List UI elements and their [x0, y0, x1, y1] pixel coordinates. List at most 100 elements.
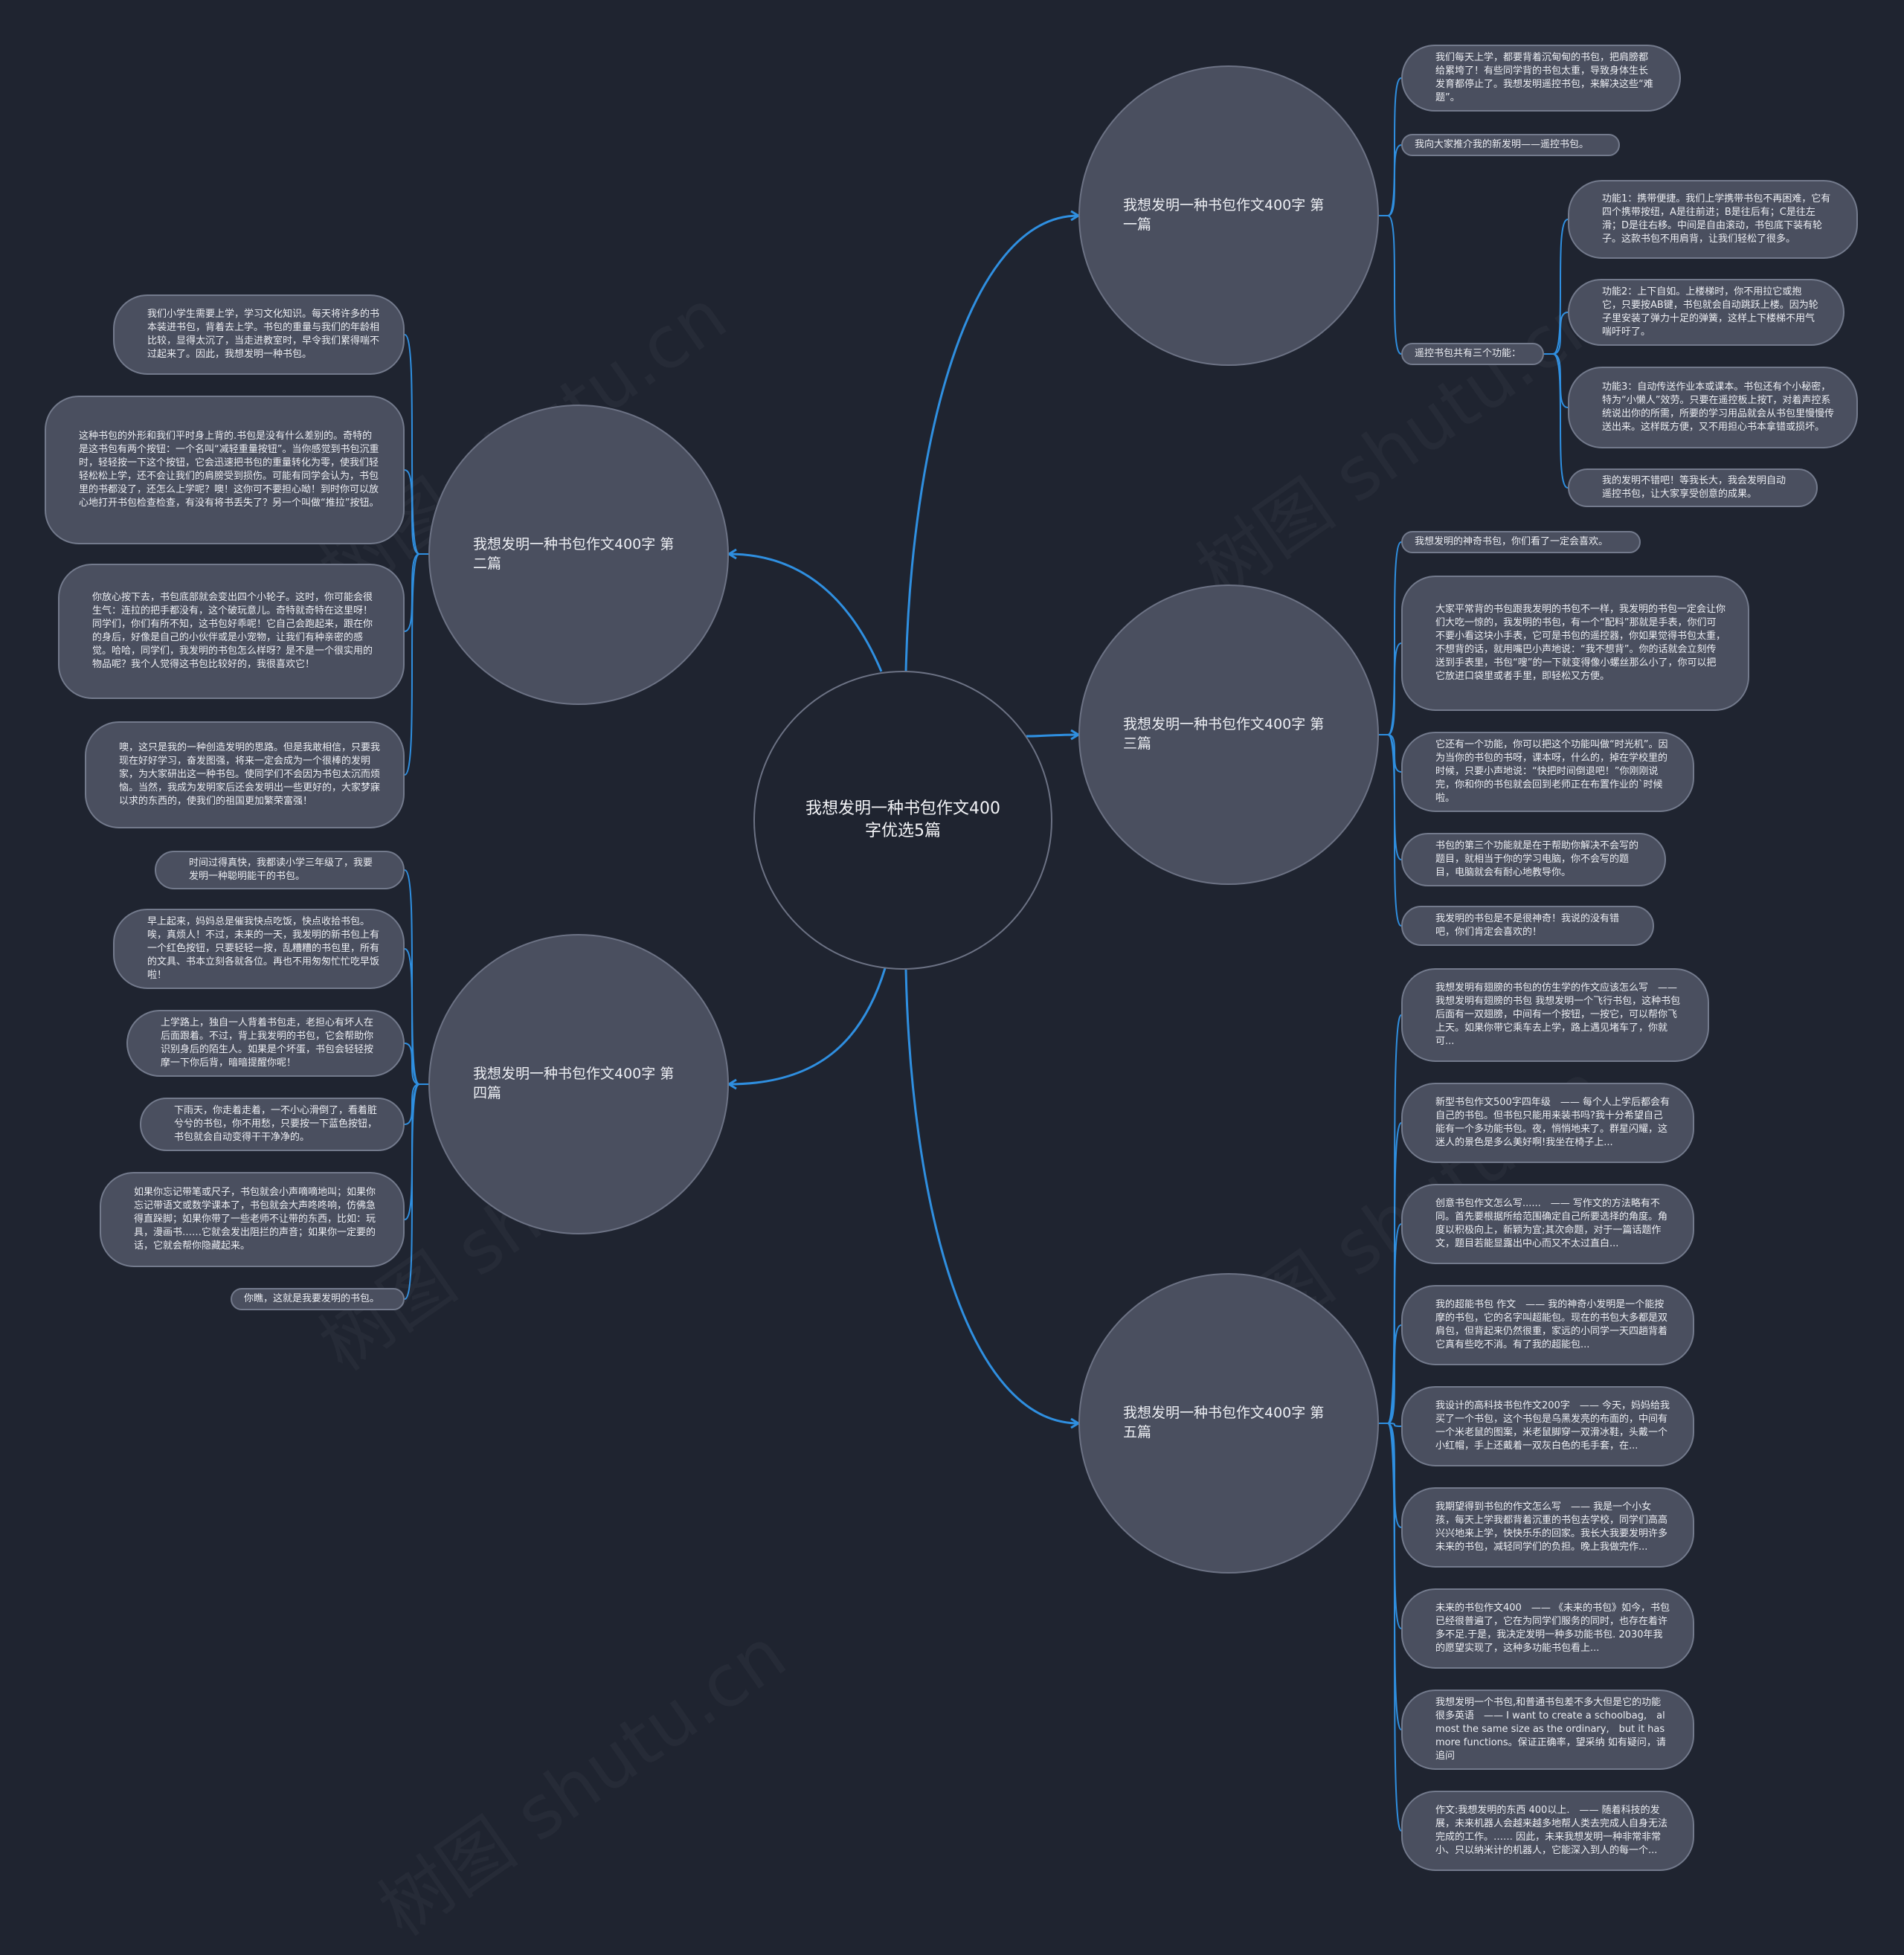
branch-3-leaf-4[interactable]: 书包的第三个功能就是在于帮助你解决不会写的题目，就相当于你的学习电脑，你不会写的…: [1401, 833, 1666, 886]
link-branch-3-leaf: [1379, 642, 1402, 735]
leaf-text: 如果你忘记带笔或尺子，书包就会小声嘀嘀地叫；如果你忘记带语文或数学课本了，书包就…: [134, 1187, 376, 1252]
arrowhead: [727, 548, 737, 560]
branch-1-leaf-3-2[interactable]: 功能2：上下自如。上楼梯时，你不用拉它或抱它，只要按AB键，书包就会自动跳跃上楼…: [1568, 279, 1844, 346]
link-branch-1-subleaf: [1544, 353, 1569, 408]
link-center-branch-2: [728, 553, 883, 672]
link-center-branch-4: [728, 967, 887, 1086]
leaf-text: 这种书包的外形和我们平时身上背的.书包是没有什么差别的。奇特的是这书包有两个按钮…: [79, 431, 379, 509]
leaf-text: 我们小学生需要上学，学习文化知识。每天将许多的书本装进书包，背着去上学。书包的重…: [147, 309, 380, 360]
leaf-text: 我想发明的神奇书包，你们看了一定会喜欢。: [1415, 536, 1609, 547]
center-topic-title: 我想发明一种书包作文400字优选5篇: [805, 799, 1000, 840]
branch-1-leaf-3[interactable]: 遥控书包共有三个功能：: [1401, 343, 1544, 365]
branch-1-leaf-3-3[interactable]: 功能3：自动传送作业本或课本。书包还有个小秘密，特为“小懒人”效劳。只要在遥控板…: [1568, 367, 1858, 448]
link-branch-3-leaf: [1379, 541, 1402, 735]
leaf-text: 功能1：携带便捷。我们上学携带书包不再困难，它有四个携带按纽，A是往前进；B是往…: [1602, 193, 1831, 245]
branch-title: 我想发明一种书包作文400字 第四篇: [473, 1066, 675, 1101]
link-center-branch-5: [904, 969, 1079, 1425]
link-branch-5-leaf: [1379, 1223, 1402, 1424]
branch-4-leaf-6[interactable]: 你瞧，这就是我要发明的书包。: [231, 1288, 405, 1310]
branch-2-leaf-1[interactable]: 我们小学生需要上学，学习文化知识。每天将许多的书本装进书包，背着去上学。书包的重…: [113, 294, 405, 375]
branch-2-node[interactable]: 我想发明一种书包作文400字 第二篇: [428, 405, 729, 705]
branch-1-leaf-4[interactable]: 我的发明不错吧！等我长大，我会发明自动遥控书包，让大家享受创意的成果。: [1568, 468, 1818, 507]
branch-4-leaf-3[interactable]: 上学路上，独自一人背着书包走，老担心有坏人在后面跟着。不过，背上我发明的书包，它…: [126, 1010, 405, 1077]
leaf-text: 我的发明不错吧！等我长大，我会发明自动遥控书包，让大家享受创意的成果。: [1602, 475, 1786, 500]
link-center-branch-1: [904, 214, 1079, 672]
link-branch-1-subleaf: [1544, 219, 1569, 355]
link-branch-4-leaf: [404, 869, 428, 1085]
branch-4-leaf-5[interactable]: 如果你忘记带笔或尺子，书包就会小声嘀嘀地叫；如果你忘记带语文或数学课本了，书包就…: [100, 1172, 405, 1267]
branch-5-leaf-4[interactable]: 我的超能书包 作文 —— 我的神奇小发明是一个能按摩的书包，它的名字叫超能包。现…: [1401, 1285, 1694, 1365]
branch-3-leaf-2[interactable]: 大家平常背的书包跟我发明的书包不一样，我发明的书包一定会让你们大吃一惊的，我发明…: [1401, 576, 1749, 711]
leaf-text: 它还有一个功能，你可以把这个功能叫做“时光机”。因为当你的书包的书呀，课本呀，什…: [1435, 739, 1668, 804]
link-branch-5-leaf: [1379, 1014, 1402, 1424]
link-branch-4-leaf: [404, 948, 428, 1085]
arrowhead: [727, 1078, 737, 1090]
link-branch-4-leaf: [404, 1043, 428, 1085]
leaf-text: 我想发明一个书包,和普通书包差不多大但是它的功能很多英语 —— I want t…: [1435, 1697, 1666, 1762]
link-branch-1-subleaf: [1544, 312, 1569, 355]
branch-3-leaf-5[interactable]: 我发明的书包是不是很神奇！我说的没有错吧，你们肯定会喜欢的！: [1401, 906, 1654, 946]
branch-1-leaf-1[interactable]: 我们每天上学，都要背着沉甸甸的书包，把肩膀都给累垮了！有些同学背的书包太重，导致…: [1401, 45, 1681, 112]
leaf-text: 大家平常背的书包跟我发明的书包不一样，我发明的书包一定会让你们大吃一惊的，我发明…: [1435, 604, 1726, 682]
branch-1-leaf-2[interactable]: 我向大家推介我的新发明——遥控书包。: [1401, 134, 1620, 156]
link-branch-3-leaf: [1379, 734, 1402, 860]
center-topic[interactable]: 我想发明一种书包作文400字优选5篇: [753, 671, 1052, 970]
branch-3-leaf-1[interactable]: 我想发明的神奇书包，你们看了一定会喜欢。: [1401, 531, 1641, 553]
link-branch-5-leaf: [1379, 1423, 1402, 1832]
link-branch-1-subleaf: [1544, 353, 1569, 489]
link-branch-4-leaf: [404, 1083, 428, 1220]
branch-5-leaf-5[interactable]: 我设计的高科技书包作文200字 —— 今天，妈妈给我买了一个书包，这个书包是乌黑…: [1401, 1386, 1694, 1466]
branch-5-leaf-9[interactable]: 作文:我想发明的东西 400以上. —— 随着科技的发展，未来机器人会越来越多地…: [1401, 1791, 1694, 1871]
link-branch-2-leaf: [404, 553, 428, 776]
link-branch-4-leaf: [404, 1083, 428, 1300]
branch-5-leaf-7[interactable]: 未来的书包作文400 —— 《未来的书包》如今，书包已经很普遍了，它在为同学们服…: [1401, 1588, 1694, 1669]
leaf-text: 未来的书包作文400 —— 《未来的书包》如今，书包已经很普遍了，它在为同学们服…: [1435, 1603, 1670, 1654]
leaf-text: 书包的第三个功能就是在于帮助你解决不会写的题目，就相当于你的学习电脑，你不会写的…: [1435, 840, 1639, 878]
leaf-text: 功能3：自动传送作业本或课本。书包还有个小秘密，特为“小懒人”效劳。只要在遥控板…: [1602, 381, 1835, 433]
link-branch-2-leaf: [404, 469, 428, 555]
branch-2-leaf-2[interactable]: 这种书包的外形和我们平时身上背的.书包是没有什么差别的。奇特的是这书包有两个按钮…: [45, 396, 405, 544]
link-branch-3-leaf: [1379, 734, 1402, 773]
leaf-text: 你瞧，这就是我要发明的书包。: [244, 1293, 380, 1304]
branch-3-leaf-3[interactable]: 它还有一个功能，你可以把这个功能叫做“时光机”。因为当你的书包的书呀，课本呀，什…: [1401, 732, 1694, 812]
branch-4-node[interactable]: 我想发明一种书包作文400字 第四篇: [428, 934, 729, 1234]
branch-5-leaf-2[interactable]: 新型书包作文500字四年级 —— 每个人上学后都会有自己的书包。但书包只能用来装…: [1401, 1083, 1694, 1163]
leaf-text: 我期望得到书包的作文怎么写 —— 我是一个小女孩，每天上学我都背着沉重的书包去学…: [1435, 1501, 1668, 1553]
link-branch-1-leaf: [1379, 144, 1402, 216]
leaf-text: 创意书包作文怎么写...... —— 写作文的方法略有不同。首先要根据所给范围确…: [1435, 1198, 1668, 1249]
branch-1-leaf-3-1[interactable]: 功能1：携带便捷。我们上学携带书包不再困难，它有四个携带按纽，A是往前进；B是往…: [1568, 180, 1858, 259]
link-center-branch-3: [1026, 733, 1079, 738]
branch-5-node[interactable]: 我想发明一种书包作文400字 第五篇: [1078, 1273, 1379, 1574]
branch-5-leaf-6[interactable]: 我期望得到书包的作文怎么写 —— 我是一个小女孩，每天上学我都背着沉重的书包去学…: [1401, 1487, 1694, 1568]
branch-title: 我想发明一种书包作文400字 第二篇: [473, 536, 675, 572]
branch-3-node[interactable]: 我想发明一种书包作文400字 第三篇: [1078, 584, 1379, 885]
branch-2-leaf-3[interactable]: 你放心按下去，书包底部就会变出四个小轮子。这时，你可能会很生气：连拉的把手都没有…: [58, 564, 405, 699]
branch-5-leaf-1[interactable]: 我想发明有翅膀的书包的仿生学的作文应该怎么写 —— 我想发明有翅膀的书包 我想发…: [1401, 968, 1709, 1062]
leaf-text: 下雨天，你走着走着，一不小心滑倒了，看着脏兮兮的书包，你不用愁，只要按一下蓝色按…: [174, 1105, 378, 1143]
branch-4-leaf-4[interactable]: 下雨天，你走着走着，一不小心滑倒了，看着脏兮兮的书包，你不用愁，只要按一下蓝色按…: [140, 1098, 405, 1151]
link-branch-5-leaf: [1379, 1324, 1402, 1424]
branch-1-node[interactable]: 我想发明一种书包作文400字 第一篇: [1078, 65, 1379, 366]
leaf-text: 上学路上，独自一人背着书包走，老担心有坏人在后面跟着。不过，背上我发明的书包，它…: [161, 1017, 374, 1069]
branch-4-leaf-2[interactable]: 早上起来，妈妈总是催我快点吃饭，快点收拾书包。唉，真烦人！不过，未来的一天，我发…: [113, 909, 405, 989]
link-branch-5-leaf: [1379, 1423, 1402, 1730]
branch-5-leaf-8[interactable]: 我想发明一个书包,和普通书包差不多大但是它的功能很多英语 —— I want t…: [1401, 1690, 1694, 1770]
leaf-text: 我想发明有翅膀的书包的仿生学的作文应该怎么写 —— 我想发明有翅膀的书包 我想发…: [1435, 982, 1681, 1047]
branch-5-leaf-3[interactable]: 创意书包作文怎么写...... —— 写作文的方法略有不同。首先要根据所给范围确…: [1401, 1184, 1694, 1264]
leaf-text: 功能2：上下自如。上楼梯时，你不用拉它或抱它，只要按AB键，书包就会自动跳跃上楼…: [1602, 286, 1818, 338]
branch-title: 我想发明一种书包作文400字 第五篇: [1123, 1405, 1325, 1440]
leaf-text: 遥控书包共有三个功能：: [1415, 348, 1522, 359]
branch-title: 我想发明一种书包作文400字 第三篇: [1123, 716, 1325, 752]
branch-2-leaf-4[interactable]: 噢，这只是我的一种创造发明的思路。但是我敢相信，只要我现在好好学习，奋发图强，将…: [85, 721, 405, 828]
leaf-text: 我的超能书包 作文 —— 我的神奇小发明是一个能按摩的书包，它的名字叫超能包。现…: [1435, 1299, 1668, 1350]
leaf-text: 我向大家推介我的新发明——遥控书包。: [1415, 139, 1589, 150]
leaf-text: 早上起来，妈妈总是催我快点吃饭，快点收拾书包。唉，真烦人！不过，未来的一天，我发…: [147, 916, 380, 981]
leaf-text: 你放心按下去，书包底部就会变出四个小轮子。这时，你可能会很生气：连拉的把手都没有…: [92, 592, 373, 670]
leaf-text: 我设计的高科技书包作文200字 —— 今天，妈妈给我买了一个书包，这个书包是乌黑…: [1435, 1400, 1670, 1452]
branch-4-leaf-1[interactable]: 时间过得真快，我都读小学三年级了，我要发明一种聪明能干的书包。: [155, 851, 405, 889]
leaf-text: 时间过得真快，我都读小学三年级了，我要发明一种聪明能干的书包。: [189, 857, 373, 882]
branch-title: 我想发明一种书包作文400字 第一篇: [1123, 197, 1325, 233]
link-branch-2-leaf: [404, 553, 428, 632]
